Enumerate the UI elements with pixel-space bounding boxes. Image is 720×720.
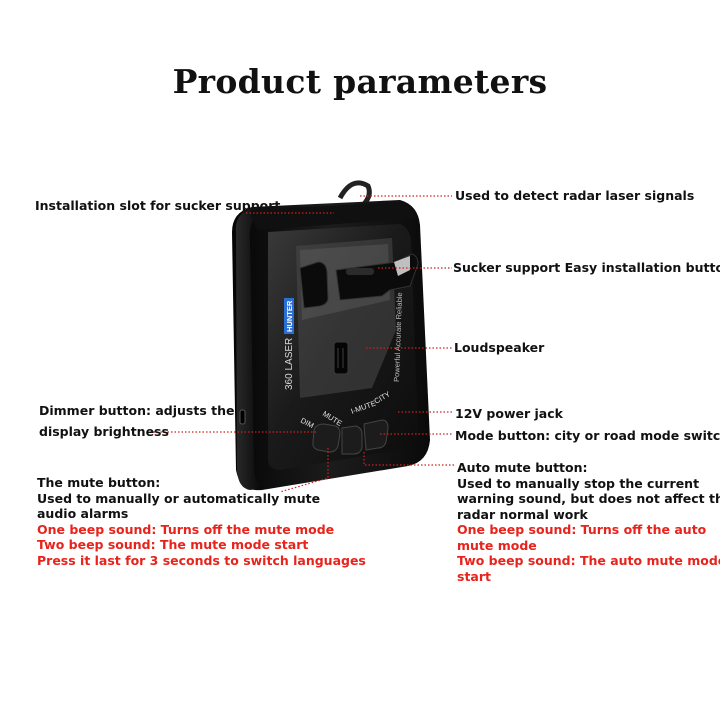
mute-desc-line1: Used to manually or automatically mute — [37, 490, 321, 506]
city-button — [363, 419, 389, 451]
auto-mute-description: Auto mute button: Used to manually stop … — [457, 460, 720, 584]
mute-red-line3: Press it last for 3 seconds to switch la… — [37, 552, 366, 568]
power-jack — [239, 409, 246, 425]
mute-red-line1: One beep sound: Turns off the mute mode — [37, 521, 335, 537]
auto-mute-red2-line2: start — [457, 568, 491, 584]
label-power-jack: 12V power jack — [455, 406, 563, 421]
mute-red-line2: Two beep sound: The mute mode start — [37, 537, 309, 552]
label-mode-button: Mode button: city or road mode switch — [455, 428, 720, 443]
leader-lines — [150, 195, 454, 493]
auto-mute-red1-line2: mute mode — [457, 537, 537, 553]
label-detect-radar: Used to detect radar laser signals — [455, 188, 695, 203]
dim-button — [312, 423, 341, 453]
top-clip — [337, 180, 372, 206]
label-sucker-button: Sucker support Easy installation button — [453, 260, 720, 275]
label-installation-slot: Installation slot for sucker support — [35, 198, 281, 213]
label-dimmer-line2: display brightness — [39, 424, 169, 439]
mute-button-description: The mute button: Used to manually or aut… — [37, 475, 366, 568]
auto-mute-desc-line1: Used to manually stop the current — [457, 475, 700, 491]
page-title: Product parameters — [172, 62, 548, 101]
brand-badge — [284, 298, 294, 334]
auto-mute-heading: Auto mute button: — [457, 460, 588, 475]
mount-tab-left — [299, 261, 329, 309]
label-dimmer-line1: Dimmer button: adjusts the — [39, 403, 235, 418]
mute-desc-line2: audio alarms — [37, 506, 129, 521]
auto-mute-red1-line1: One beep sound: Turns off the auto — [457, 522, 707, 537]
label-loudspeaker: Loudspeaker — [454, 340, 545, 355]
auto-mute-desc-line2: warning sound, but does not affect the — [457, 491, 720, 506]
slogan-text: Powerful Accurate Reliable — [392, 292, 404, 382]
speaker-grille — [333, 341, 349, 375]
model-text: 360 LASER — [284, 338, 295, 390]
mute-heading: The mute button: — [37, 475, 161, 490]
auto-mute-red2-line1: Two beep sound: The auto mute mode — [457, 553, 720, 568]
brand-badge-text: HUNTER — [285, 300, 294, 332]
mute-button — [341, 425, 363, 455]
auto-mute-desc-line3: radar normal work — [457, 506, 588, 522]
